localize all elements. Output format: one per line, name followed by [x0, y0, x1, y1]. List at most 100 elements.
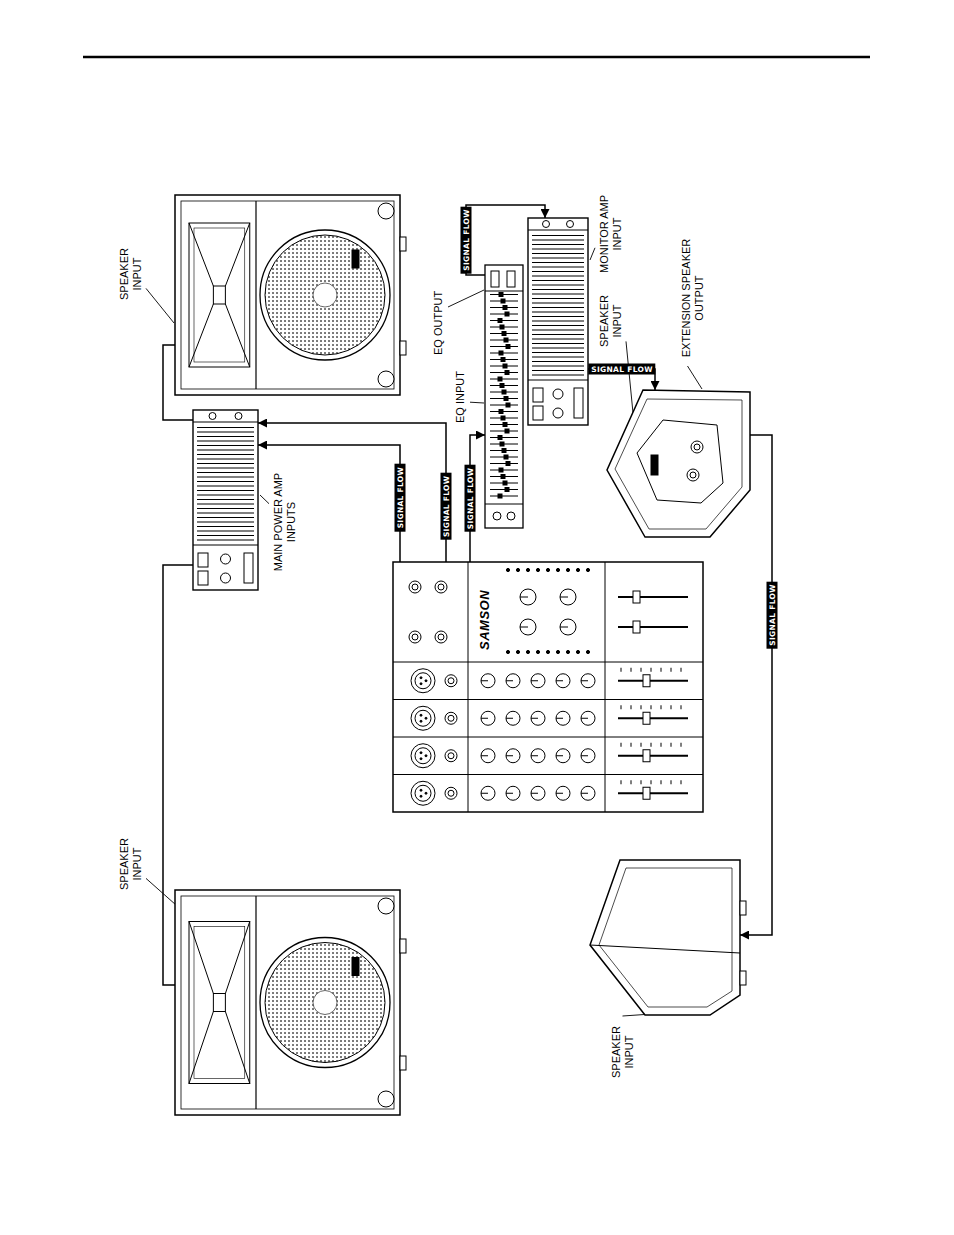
fader-scale	[631, 705, 632, 709]
speaker-input-label: SPEAKER INPUT	[598, 287, 623, 355]
eq-slider-cap	[500, 442, 504, 446]
speaker-jack	[691, 441, 703, 453]
brand-badge	[651, 455, 658, 475]
signal-flow-badge: SIGNAL FLOW	[767, 581, 778, 648]
xlr-input	[415, 785, 431, 801]
eq-switch	[493, 512, 501, 520]
heat-sink-fin	[197, 535, 254, 536]
heat-sink-fin	[197, 503, 254, 504]
eq-slider-slot	[490, 463, 518, 464]
knob-pointer	[531, 793, 538, 794]
eq-slider-cap	[501, 416, 505, 420]
eq-slider-cap	[505, 371, 509, 375]
cabinet-foot	[400, 341, 406, 355]
heat-sink-fin	[197, 521, 254, 522]
signal-flow-badge: SIGNAL FLOW	[461, 206, 472, 273]
cabinet-outline	[175, 890, 400, 1115]
channel-knob	[506, 749, 520, 763]
channel-knob	[556, 674, 570, 688]
eq-slider-cap	[498, 494, 502, 498]
woofer-grille	[265, 235, 385, 355]
graphic-equalizer: EQ INPUTEQ OUTPUT	[485, 265, 523, 528]
leader-line	[448, 290, 484, 307]
fader-slot	[618, 792, 688, 794]
eq-slider-cap	[504, 397, 508, 401]
meter-led	[526, 650, 529, 653]
heat-sink-fin	[532, 289, 584, 290]
channel-divider	[393, 662, 703, 663]
eq-slider-slot	[490, 379, 518, 380]
eq-slider-cap	[503, 306, 507, 310]
input-jack	[567, 221, 574, 228]
fader-scale	[651, 780, 652, 784]
fader-scale	[641, 743, 642, 747]
handle-cup	[378, 371, 394, 387]
eq-slider-cap	[499, 410, 503, 414]
horn-flare	[189, 223, 213, 286]
heat-sink-fin	[532, 320, 584, 321]
xlr-input	[411, 781, 435, 805]
floor-monitor-wedge: SPEAKER INPUTEXTENSION SPEAKER OUTPUT	[605, 390, 750, 545]
xlr-pin	[420, 720, 422, 722]
horn-throat	[213, 994, 225, 1012]
wedge-foot	[740, 901, 746, 915]
heat-sink-fin	[197, 440, 254, 441]
amp-switch	[533, 388, 543, 402]
heat-sink-fin	[197, 463, 254, 464]
fader-scale	[651, 705, 652, 709]
fader-scale	[631, 668, 632, 672]
heat-sink-fin	[532, 370, 584, 371]
mixer-panel	[393, 562, 703, 812]
knob-pointer	[520, 597, 528, 598]
fader-scale	[641, 668, 642, 672]
eq-input-label: EQ INPUT	[454, 371, 467, 423]
heat-sink-fin	[532, 298, 584, 299]
eq-slider-cap	[502, 332, 506, 336]
eq-slider-cap	[501, 475, 505, 479]
heat-sink-fin	[532, 262, 584, 263]
amp-panel-edge	[193, 422, 258, 423]
fader-scale	[631, 780, 632, 784]
amp-connector	[244, 553, 253, 583]
eq-slider-cap	[503, 364, 507, 368]
amp-chassis	[193, 410, 258, 590]
eq-slider-cap	[498, 436, 502, 440]
heat-sink-fin	[532, 356, 584, 357]
monitor-amp-input-label: MONITOR AMP INPUT	[598, 188, 623, 280]
fader-scale	[671, 780, 672, 784]
input-jack	[235, 413, 242, 420]
knob-pointer	[556, 755, 563, 756]
eq-slider-cap	[498, 319, 502, 323]
heat-sink-fin	[532, 316, 584, 317]
heat-sink-fin	[532, 361, 584, 362]
eq-slider-slot	[490, 489, 518, 490]
amp-knob	[553, 389, 563, 399]
xlr-pin	[420, 758, 422, 760]
eq-slider-cap	[505, 312, 509, 316]
eq-slider-slot	[490, 294, 518, 295]
leader-line	[146, 878, 176, 905]
eq-panel-edge	[485, 504, 523, 505]
meter-led	[556, 650, 559, 653]
horn-flare	[225, 1012, 249, 1084]
amp-chassis	[528, 218, 588, 425]
heat-sink-fin	[197, 431, 254, 432]
master-knob	[520, 589, 536, 605]
channel-knob	[506, 786, 520, 800]
heat-sink-fin	[532, 293, 584, 294]
eq-slider-cap	[506, 462, 510, 466]
knob-pointer	[560, 627, 568, 628]
channel-knob	[581, 711, 595, 725]
eq-slider-slot	[490, 346, 518, 347]
horn-flare	[189, 922, 213, 994]
heat-sink-fin	[532, 253, 584, 254]
channel-knob	[556, 749, 570, 763]
xlr-pin	[420, 714, 422, 716]
woofer-grille	[265, 943, 385, 1063]
wedge-cabinet	[607, 390, 750, 537]
heat-sink-fin	[532, 338, 584, 339]
eq-slider-cap	[506, 403, 510, 407]
fader-scale	[631, 743, 632, 747]
amp-switch	[533, 406, 543, 420]
fader-scale	[661, 668, 662, 672]
